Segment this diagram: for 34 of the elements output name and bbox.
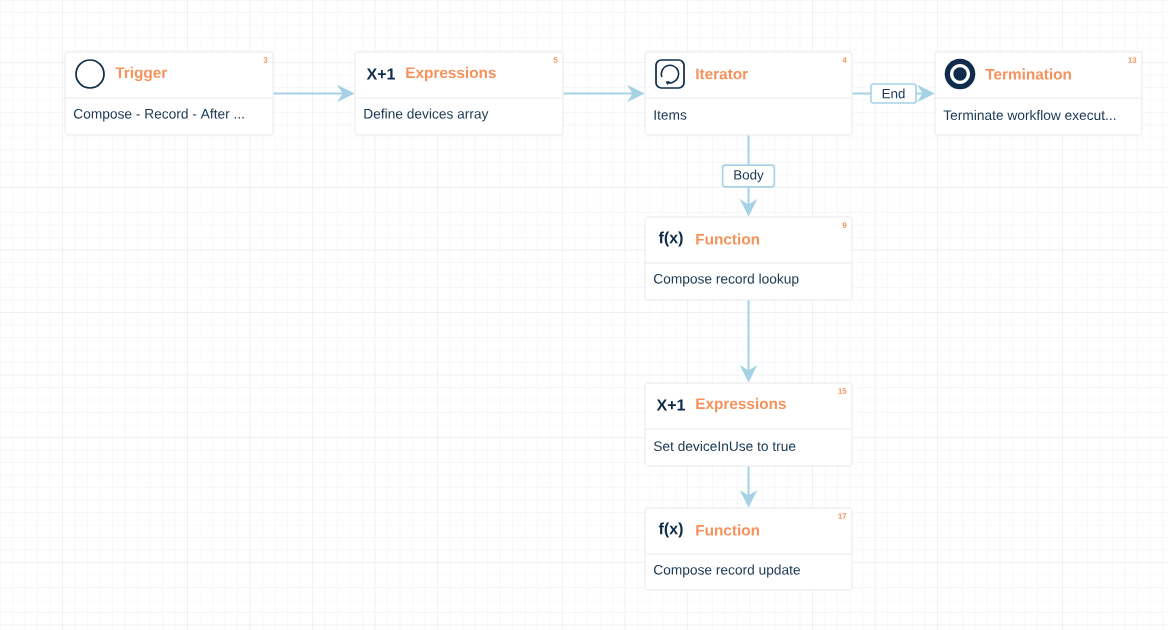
step-number: 3 <box>263 57 268 63</box>
card-description: Items <box>654 110 687 120</box>
card-title: Function <box>696 524 760 536</box>
edge-label: Body <box>721 164 776 188</box>
step-card <box>644 216 853 301</box>
step-number: 15 <box>838 388 847 394</box>
symbol-text: f(x) <box>658 231 683 247</box>
card-description: Terminate workflow execut... <box>943 109 1116 121</box>
step-card <box>64 51 274 136</box>
card-title: Trigger <box>115 66 167 82</box>
symbol-text: X+1 <box>656 399 685 411</box>
step-number: 4 <box>842 57 847 63</box>
card-title: Expressions <box>406 66 496 82</box>
card-description: Compose record lookup <box>653 273 799 287</box>
step-number: 5 <box>553 57 558 63</box>
step-number: 17 <box>838 513 847 519</box>
card-description: Compose record update <box>653 564 800 578</box>
step-number: 13 <box>1128 57 1137 63</box>
card-title: Iterator <box>696 68 748 80</box>
symbol-text: X+1 <box>366 68 395 80</box>
step-number: 9 <box>842 222 847 228</box>
step-card <box>934 51 1143 136</box>
card-title: Function <box>696 233 760 245</box>
symbol-text: f(x) <box>658 522 683 538</box>
step-card <box>644 507 853 591</box>
step-card <box>644 51 853 136</box>
step-card <box>354 51 564 136</box>
card-description: Define devices array <box>364 108 489 122</box>
card-title: Termination <box>985 68 1071 80</box>
step-card <box>644 382 853 467</box>
edge-label: End <box>870 83 917 104</box>
card-description: Set deviceInUse to true <box>653 440 796 452</box>
card-description: Compose - Record - After ... <box>73 108 244 122</box>
card-title: Expressions <box>696 397 786 413</box>
